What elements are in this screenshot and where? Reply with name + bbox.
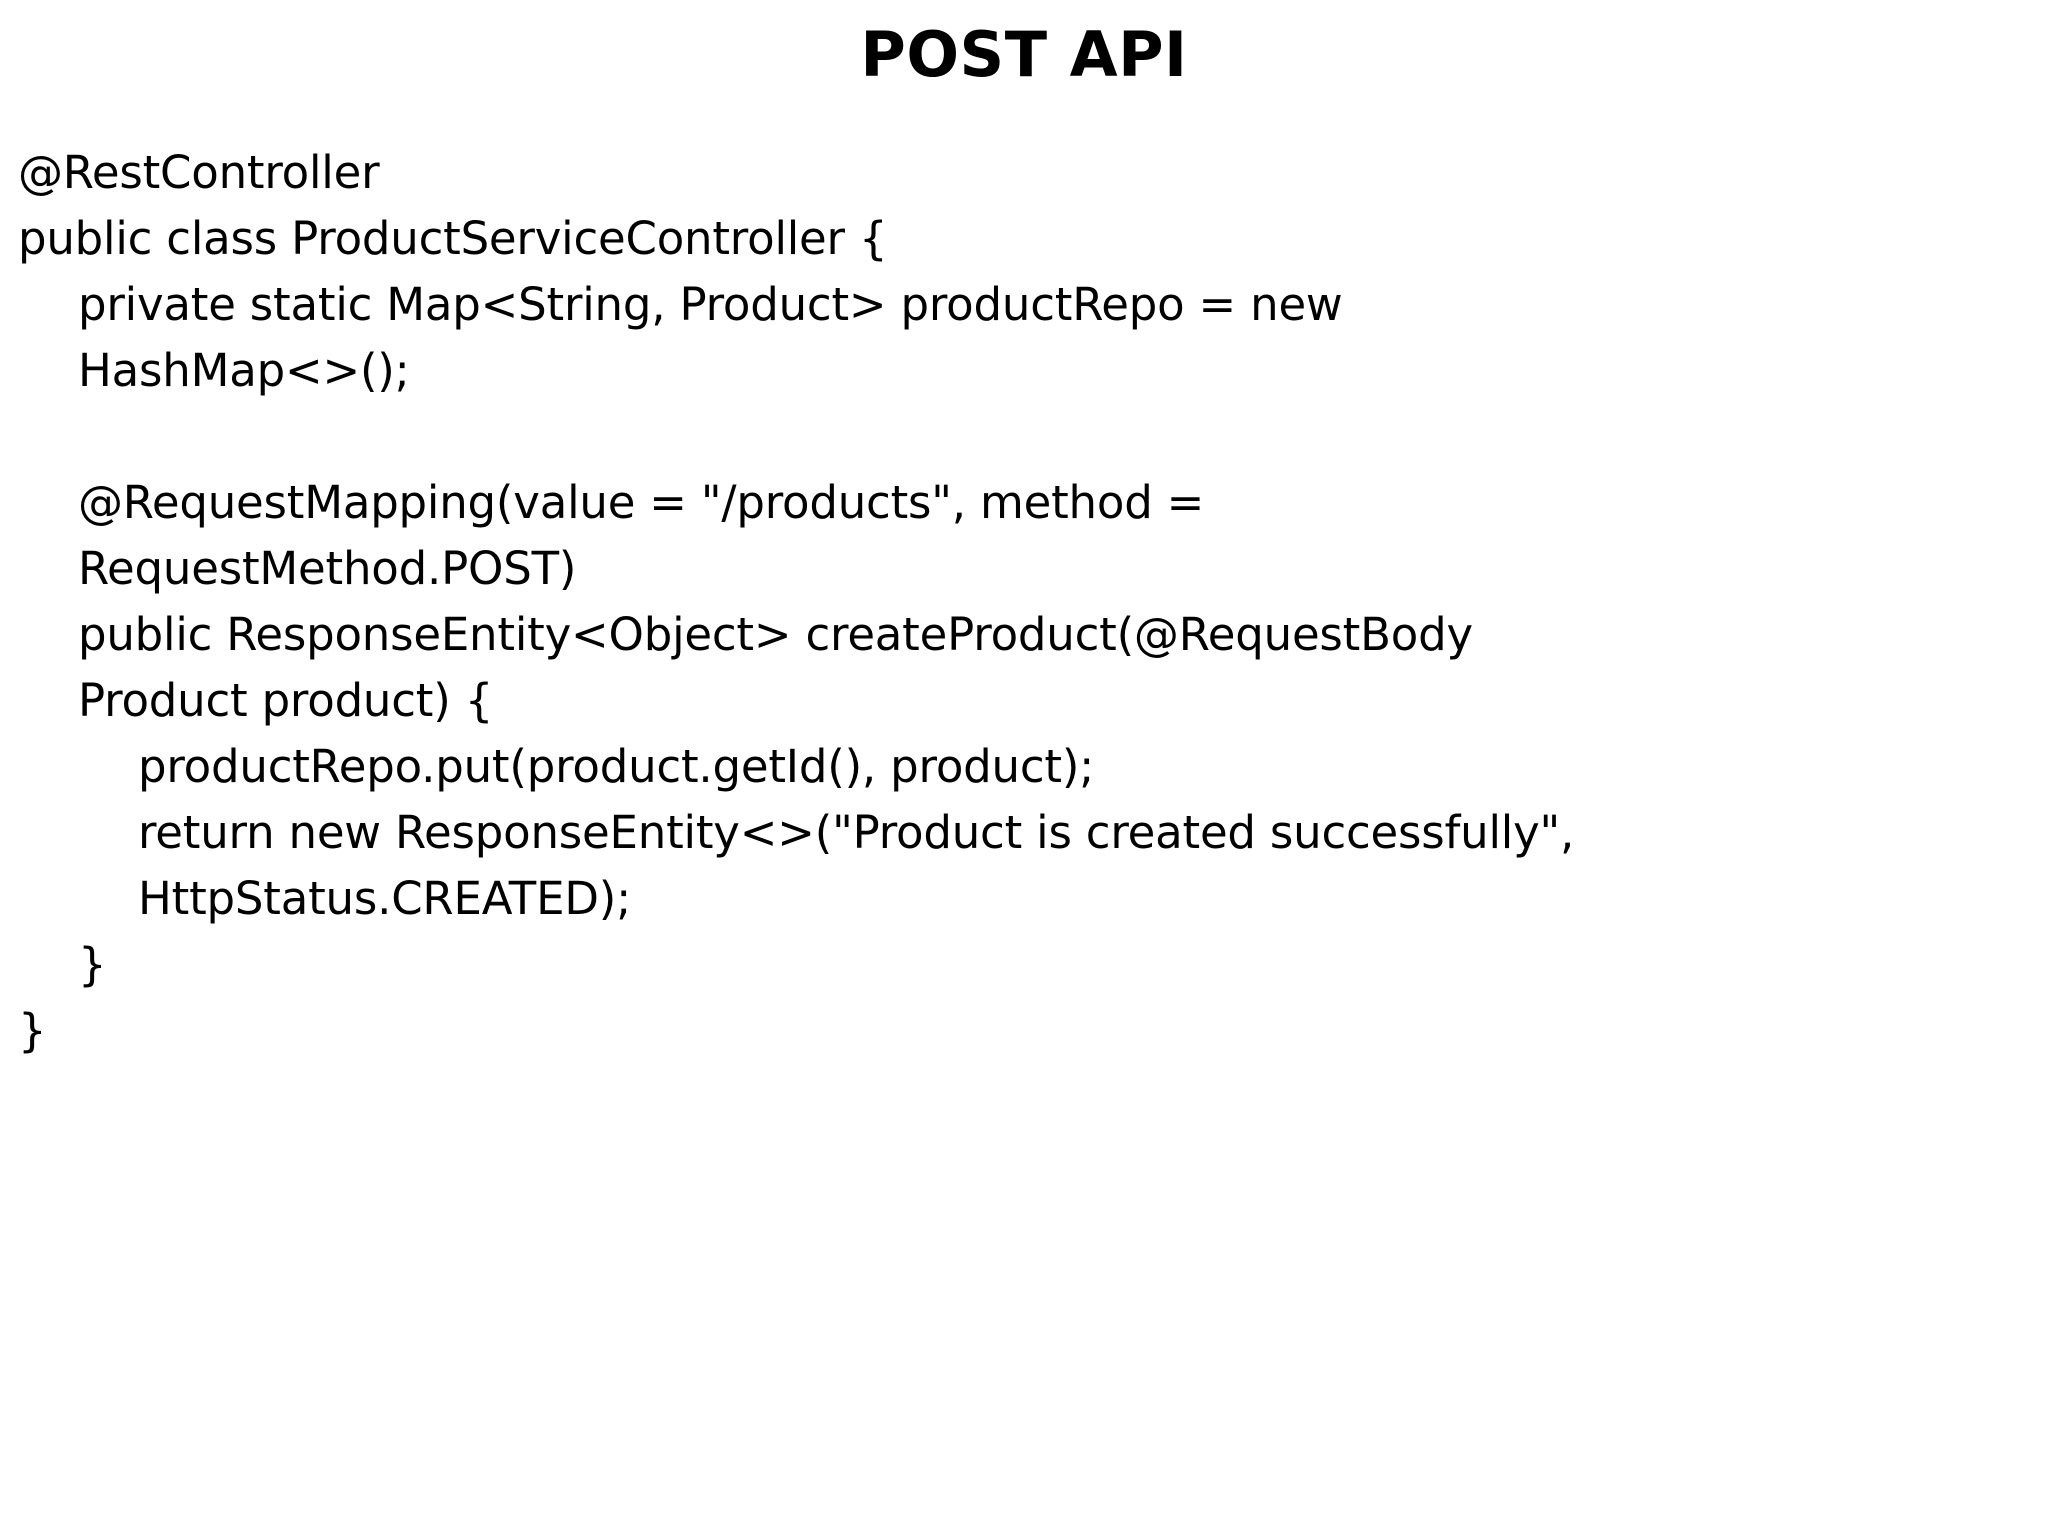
page-title: POST API (860, 18, 1188, 91)
code-line: productRepo.put(product.getId(), product… (138, 734, 2023, 800)
code-line: } (78, 932, 2023, 998)
code-line-segment: public ResponseEntity<Object> createProd… (78, 608, 1473, 661)
code-line: @RequestMapping(value = "/products", met… (78, 470, 2023, 602)
code-line-segment: return new ResponseEntity<>("Product is … (138, 806, 1575, 859)
code-line-segment: RequestMethod.POST) (78, 542, 577, 595)
code-block: @RestController public class ProductServi… (18, 140, 2028, 1064)
code-line-segment: productRepo.put(product.getId(), product… (138, 740, 1095, 793)
code-line-segment: HttpStatus.CREATED); (138, 872, 632, 925)
code-line: @RestController (18, 140, 2023, 206)
code-line-segment: } (78, 938, 107, 991)
code-line-segment: @RestController (18, 146, 380, 199)
code-line-segment: } (18, 1004, 47, 1057)
code-line: return new ResponseEntity<>("Product is … (138, 800, 2023, 932)
code-line-segment: public class ProductServiceController { (18, 212, 888, 265)
code-line: } (18, 998, 2023, 1064)
code-line-segment: HashMap<>(); (78, 344, 410, 397)
code-line-segment: private static Map<String, Product> prod… (78, 278, 1343, 331)
code-line: private static Map<String, Product> prod… (78, 272, 2023, 404)
code-line: public ResponseEntity<Object> createProd… (78, 602, 2023, 734)
code-line: public class ProductServiceController { (18, 206, 2023, 272)
code-blank-line (78, 404, 2023, 470)
code-line-segment: @RequestMapping(value = "/products", met… (78, 476, 1205, 529)
code-line-segment: Product product) { (78, 674, 494, 727)
